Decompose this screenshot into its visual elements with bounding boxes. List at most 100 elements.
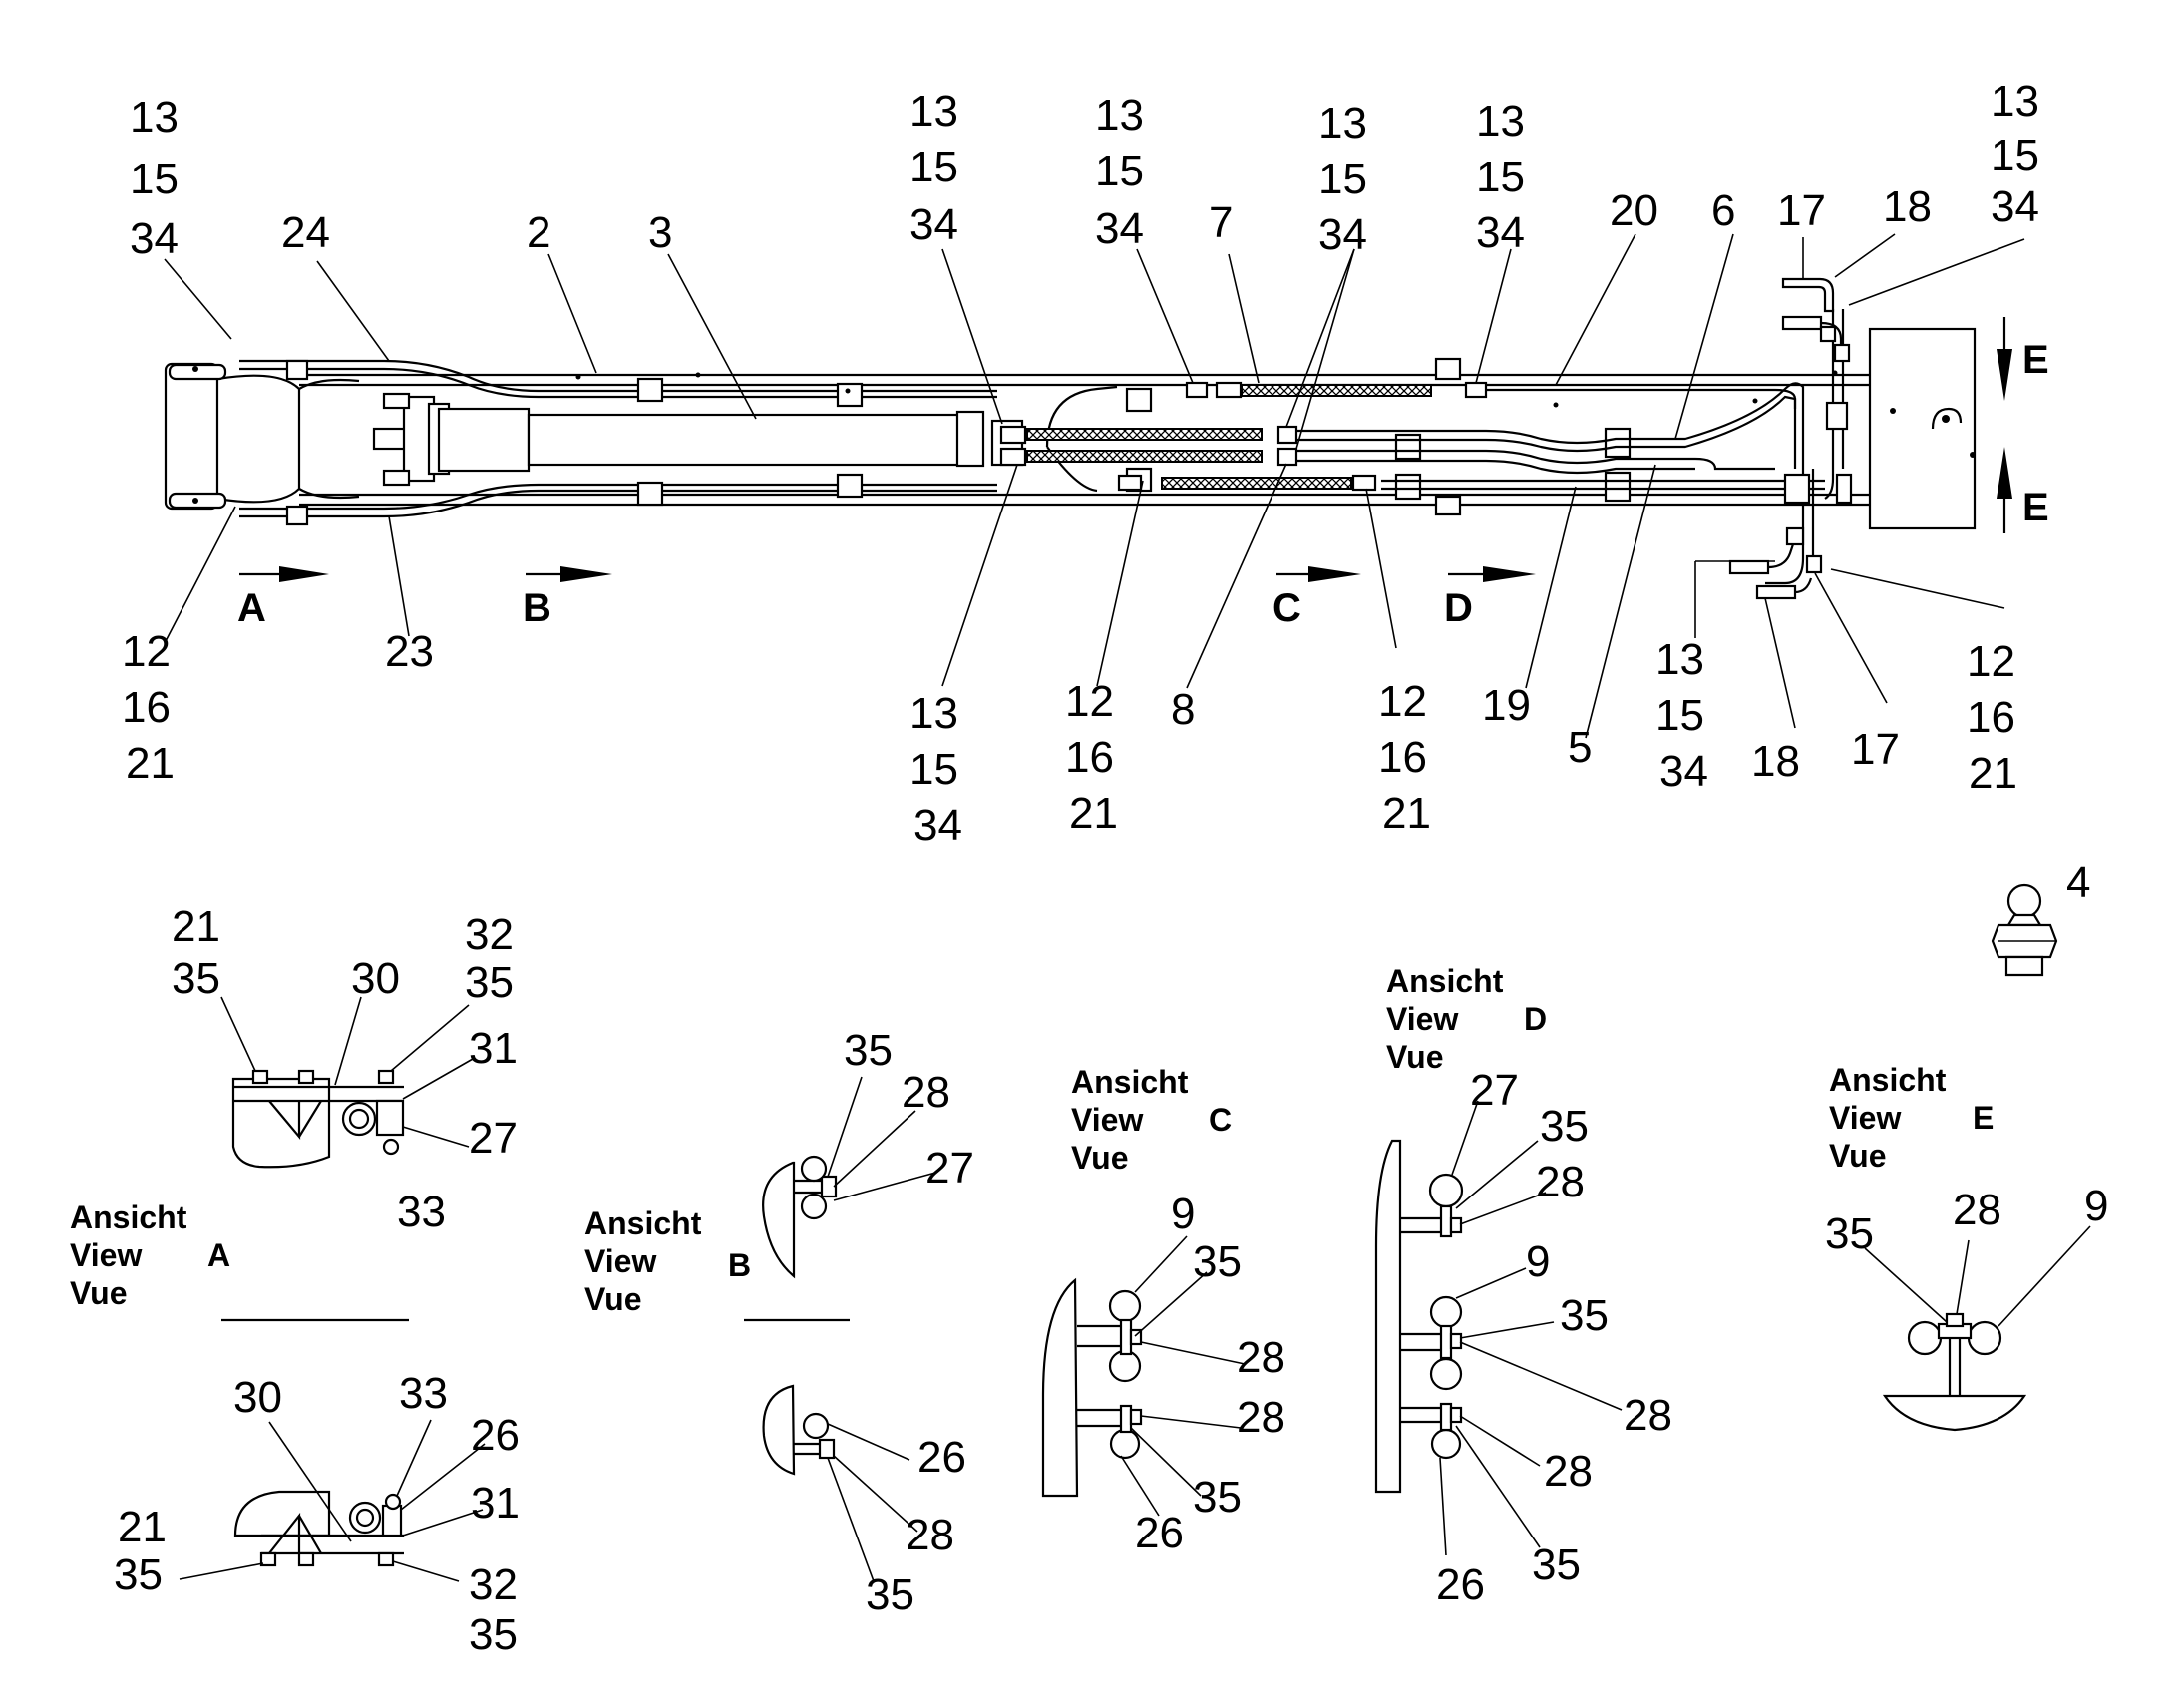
part-label: 34 xyxy=(1476,208,1525,257)
part-label: 16 xyxy=(122,683,171,732)
right-vertical-line-c xyxy=(1765,469,1805,585)
part-label: 30 xyxy=(233,1373,282,1422)
part-label: 35 xyxy=(1193,1473,1242,1522)
section-arrow-E-bottom: E xyxy=(1997,447,2049,533)
section-letter-D: D xyxy=(1444,586,1473,630)
view-E-clamp xyxy=(1882,1312,2027,1432)
section-letter-E-bottom: E xyxy=(2022,486,2049,529)
section-arrow-C: C xyxy=(1272,566,1361,630)
part-label: 34 xyxy=(130,214,179,263)
view-A: Ansicht View Vue A 21 35 30 32 35 31 27 … xyxy=(70,902,520,1659)
line-23-inner xyxy=(239,483,997,511)
view-E: Ansicht View Vue E 35 28 9 xyxy=(1825,1062,2108,1432)
view-D-caption-2: View xyxy=(1386,1001,1458,1037)
section-letter-C: C xyxy=(1272,586,1301,630)
part-label: 16 xyxy=(1378,733,1427,782)
view-D: Ansicht View Vue D 27 35 28 9 35 28 28 2… xyxy=(1374,963,1672,1609)
part-label: 15 xyxy=(1655,691,1704,740)
view-B-caption-1: Ansicht xyxy=(584,1205,702,1241)
part-label: 35 xyxy=(1532,1540,1581,1589)
part-label: 9 xyxy=(1171,1190,1195,1238)
view-C-clamps xyxy=(1108,1289,1143,1460)
view-E-leaders xyxy=(1864,1225,2091,1327)
part-label: 35 xyxy=(866,1570,914,1619)
section-arrow-D: D xyxy=(1444,566,1536,630)
grease-fitting-4 xyxy=(1991,883,2058,977)
part-label: 24 xyxy=(281,208,330,257)
fittings-17-18-top xyxy=(1781,277,1851,363)
section-arrow-B: B xyxy=(523,566,612,630)
part-label: 34 xyxy=(1991,182,2039,231)
part-label: 9 xyxy=(2084,1182,2108,1230)
part-label: 13 xyxy=(909,689,958,738)
part-label: 21 xyxy=(126,739,175,788)
part-label: 35 xyxy=(465,958,514,1007)
part-label: 28 xyxy=(906,1511,954,1559)
view-A-bottom-clamp xyxy=(233,1490,404,1567)
view-A-leaders xyxy=(179,996,486,1582)
hose-upper xyxy=(1026,428,1263,441)
part-label: 27 xyxy=(1470,1066,1519,1115)
view-C-labels: 9 35 28 28 35 26 xyxy=(1135,1190,1285,1557)
part-label: 33 xyxy=(397,1188,446,1236)
part-label: 3 xyxy=(648,208,672,257)
part-label: 28 xyxy=(1544,1447,1593,1496)
view-C-caption-2: View xyxy=(1071,1102,1143,1138)
part-label: 6 xyxy=(1711,186,1735,235)
part-label: 9 xyxy=(1526,1237,1550,1286)
part-label: 12 xyxy=(1065,677,1114,726)
view-A-caption-1: Ansicht xyxy=(70,1199,187,1235)
part-label: 20 xyxy=(1610,186,1658,235)
line-23 xyxy=(239,489,997,518)
view-B-top-clamp xyxy=(762,1155,838,1279)
main-labels: 13 15 34 24 2 3 13 15 34 13 15 34 7 13 1… xyxy=(122,77,2090,907)
part-label: 21 xyxy=(1382,789,1431,838)
view-B: Ansicht View Vue B 35 28 27 26 28 35 xyxy=(584,1026,974,1619)
part-label: 7 xyxy=(1209,198,1233,247)
part-label: 16 xyxy=(1065,733,1114,782)
view-E-caption-3: Vue xyxy=(1829,1138,1887,1174)
part-label: 13 xyxy=(1991,77,2039,126)
view-B-leaders xyxy=(827,1076,936,1582)
view-B-bottom-clamp xyxy=(762,1384,836,1476)
line-20 xyxy=(1486,388,1797,409)
line-24-inner xyxy=(239,367,997,399)
part-label: 2 xyxy=(527,208,550,257)
part-label: 32 xyxy=(469,1560,518,1609)
part-label: 19 xyxy=(1482,681,1531,730)
boom-clamps xyxy=(285,357,1632,526)
part-label: 35 xyxy=(844,1026,893,1075)
right-vertical-line-a xyxy=(1824,309,1835,500)
view-A-letter: A xyxy=(207,1237,230,1273)
part-label: 35 xyxy=(1540,1102,1589,1151)
part-label: 31 xyxy=(471,1479,520,1528)
part-label: 28 xyxy=(1237,1393,1285,1442)
part-label: 13 xyxy=(909,87,958,136)
part-label: 26 xyxy=(1436,1560,1485,1609)
view-D-letter: D xyxy=(1524,1001,1547,1037)
part-label: 15 xyxy=(1095,147,1144,195)
section-letter-B: B xyxy=(523,586,551,630)
part-label: 26 xyxy=(1135,1509,1184,1557)
part-label: 21 xyxy=(118,1503,167,1551)
part-label: 28 xyxy=(1237,1333,1285,1382)
part-label: 33 xyxy=(399,1369,448,1418)
view-C-caption-3: Vue xyxy=(1071,1140,1129,1176)
view-C: Ansicht View Vue C 9 35 28 28 35 26 xyxy=(1041,1064,1285,1557)
view-B-caption-2: View xyxy=(584,1243,656,1279)
view-A-caption-3: Vue xyxy=(70,1275,128,1311)
view-B-letter: B xyxy=(728,1247,751,1283)
view-E-caption-1: Ansicht xyxy=(1829,1062,1947,1098)
part-label: 35 xyxy=(469,1610,518,1659)
part-label: 26 xyxy=(471,1411,520,1460)
view-D-caption-1: Ansicht xyxy=(1386,963,1504,999)
boom-assembly: A B C D E E xyxy=(122,77,2090,977)
line-24 xyxy=(239,359,997,393)
part-label: 35 xyxy=(1560,1291,1609,1340)
part-label: 17 xyxy=(1777,186,1826,235)
line-6-a xyxy=(1296,382,1805,469)
section-letter-A: A xyxy=(237,586,266,630)
part-label: 12 xyxy=(122,627,171,676)
part-label: 15 xyxy=(909,745,958,794)
